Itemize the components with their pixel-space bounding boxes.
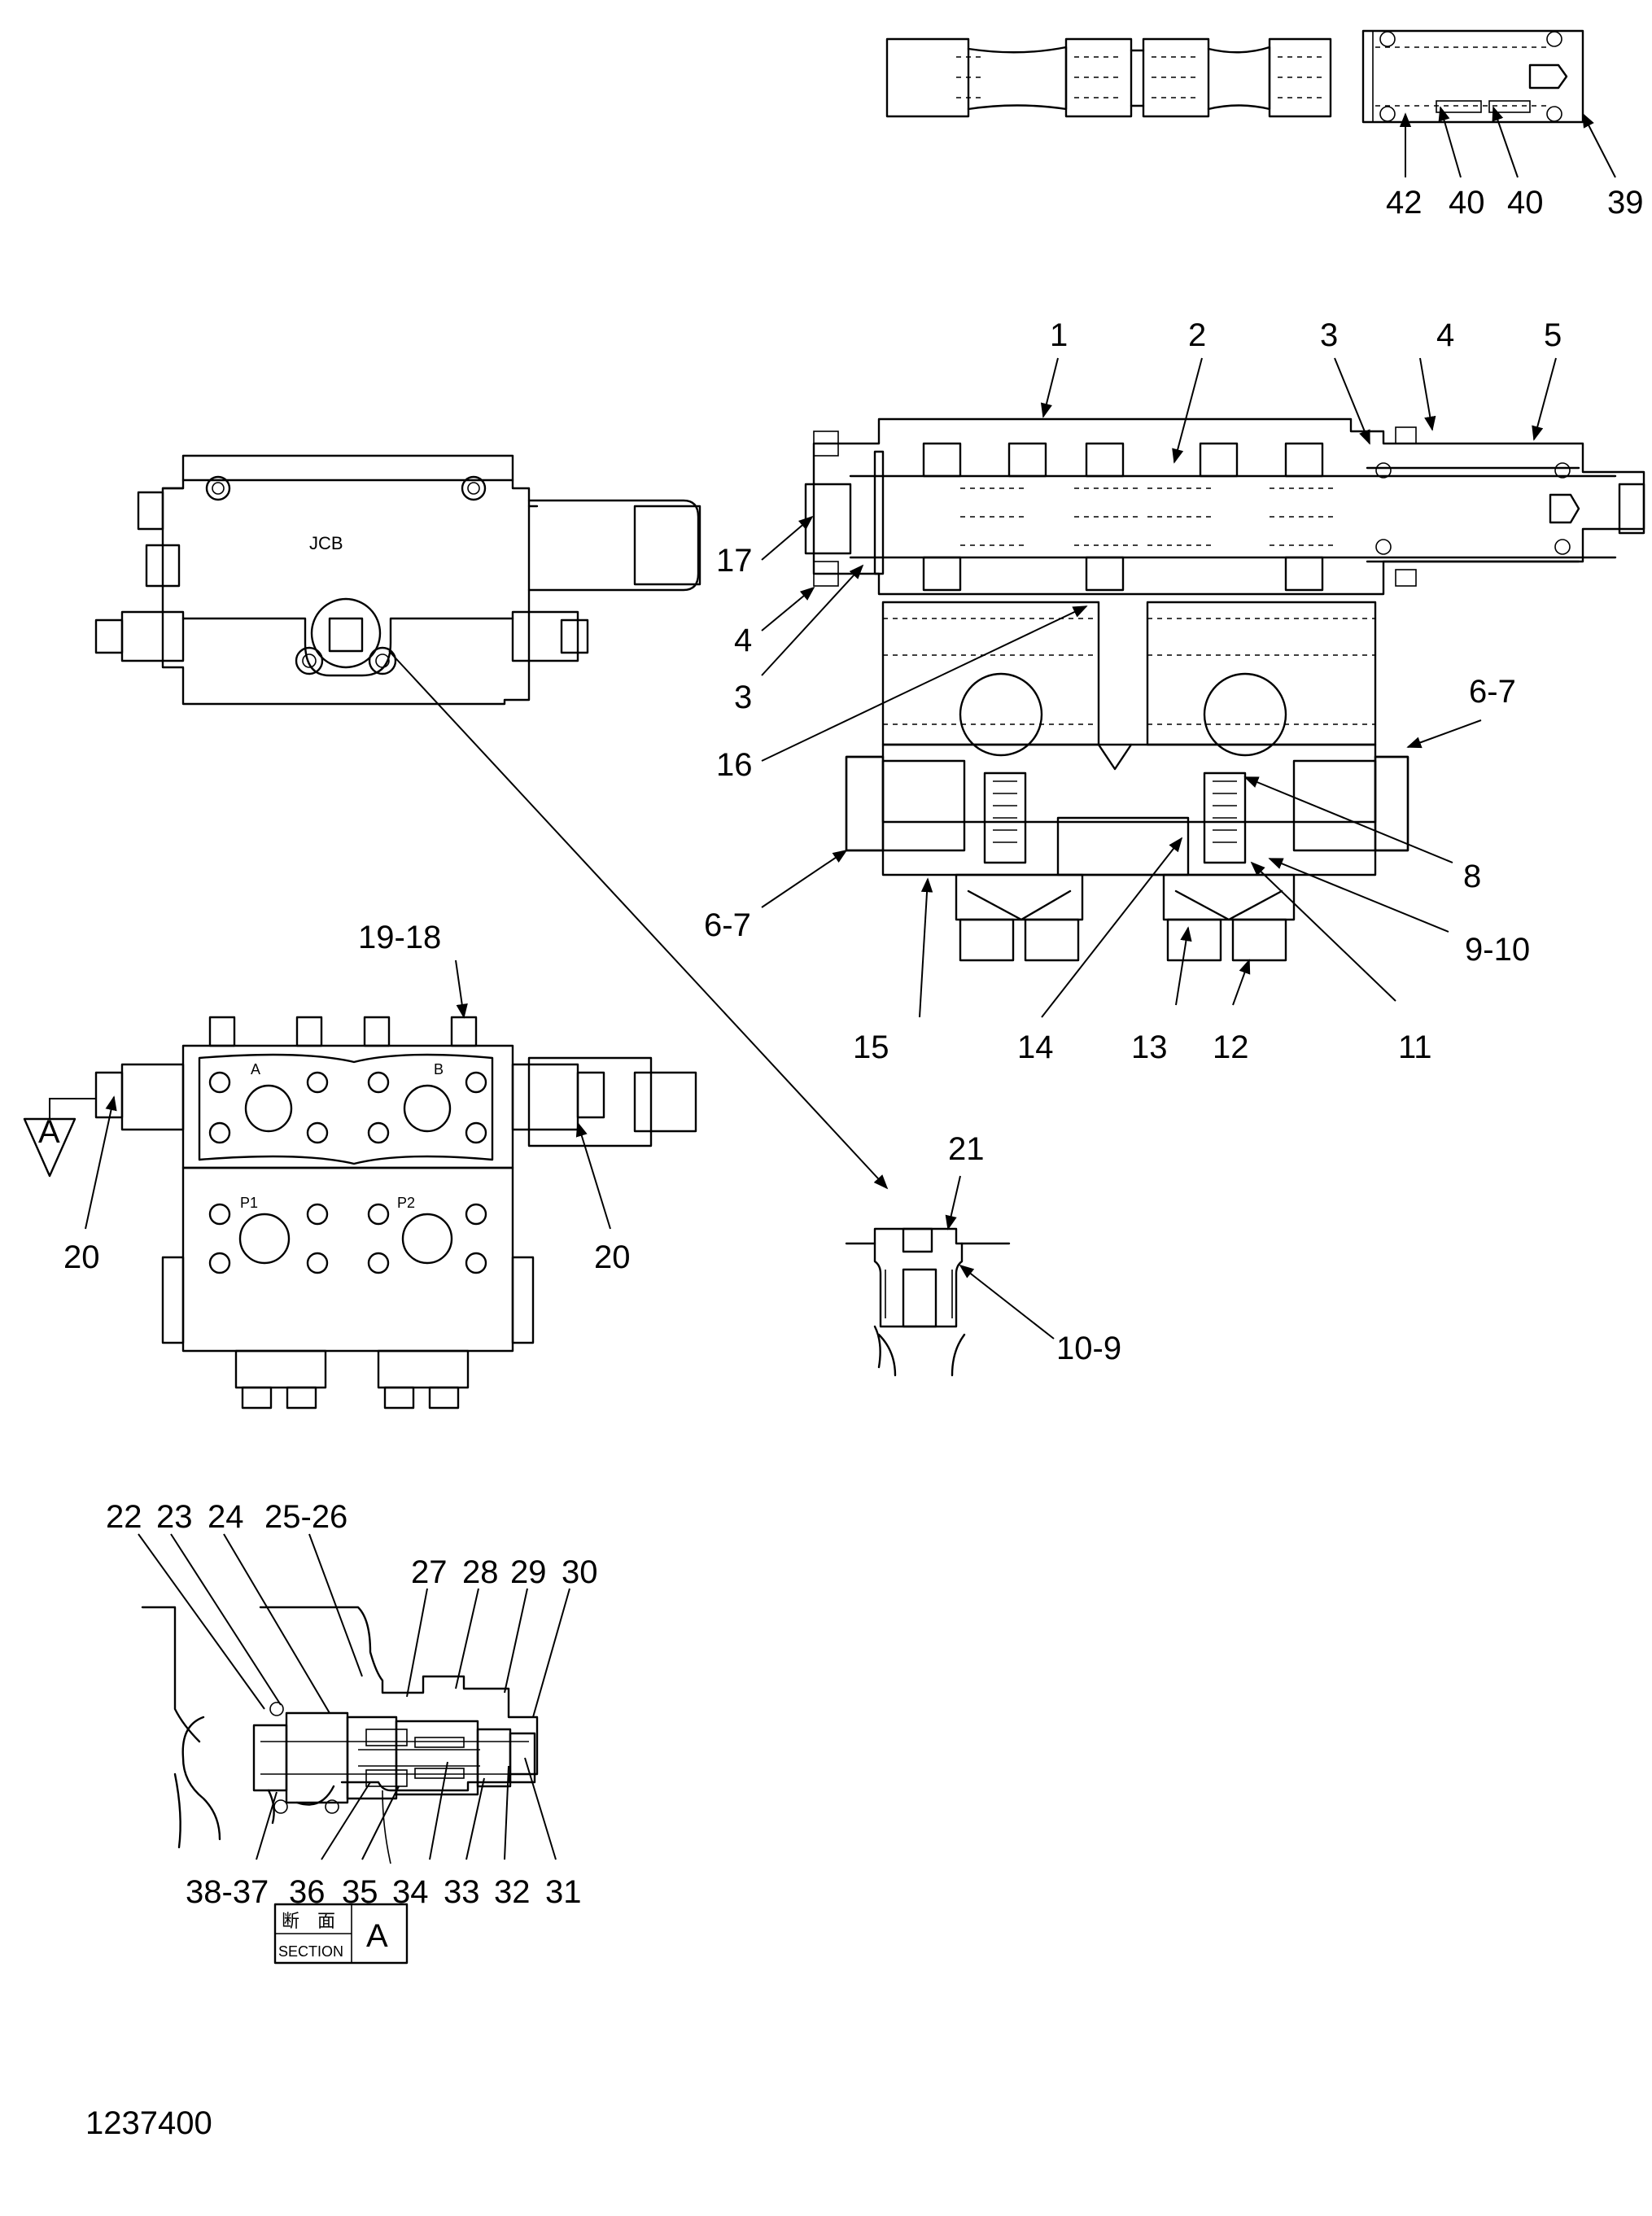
view-a-arrow: A	[23, 1098, 96, 1178]
callout-4-top: 4	[1436, 317, 1454, 353]
callout-5: 5	[1544, 317, 1562, 353]
callout-labels: 42 40 40 39 1 2 3 4 5 17 4 3 16 6-7 8 6-…	[63, 185, 1644, 1910]
port-detail	[845, 1227, 1011, 1377]
callout-3-top: 3	[1320, 317, 1338, 353]
main-valve-section	[804, 417, 1645, 962]
callout-38-37: 38-37	[186, 1874, 269, 1910]
callout-27: 27	[411, 1554, 448, 1590]
leader-lines	[85, 106, 1616, 1860]
callout-34: 34	[392, 1874, 429, 1910]
callout-12: 12	[1213, 1029, 1249, 1065]
valve-top-view: JCB	[94, 454, 701, 706]
callout-20-right: 20	[594, 1239, 631, 1275]
callout-10-9: 10-9	[1056, 1331, 1121, 1366]
callout-16: 16	[716, 747, 753, 783]
port-p1-label: P1	[240, 1195, 258, 1211]
callout-14: 14	[1017, 1029, 1054, 1065]
callout-8: 8	[1463, 859, 1481, 894]
callout-25-26: 25-26	[264, 1499, 347, 1535]
callout-30: 30	[562, 1554, 598, 1590]
callout-2: 2	[1188, 317, 1206, 353]
callout-11: 11	[1398, 1029, 1432, 1065]
callout-6-7-left: 6-7	[704, 907, 751, 943]
callout-39: 39	[1607, 185, 1644, 221]
callout-1: 1	[1050, 317, 1068, 353]
callout-20-left: 20	[63, 1239, 100, 1275]
callout-29: 29	[510, 1554, 547, 1590]
section-kanji: 断 面	[282, 1911, 335, 1931]
callout-28: 28	[462, 1554, 499, 1590]
svg-text:JCB: JCB	[309, 533, 343, 553]
callout-24: 24	[208, 1499, 244, 1535]
callout-40-left: 40	[1449, 185, 1485, 221]
callout-17: 17	[716, 543, 753, 579]
port-a-label: A	[251, 1061, 260, 1077]
section-word: SECTION	[278, 1943, 343, 1960]
callout-36: 36	[289, 1874, 326, 1910]
callout-35: 35	[342, 1874, 378, 1910]
callout-40-right: 40	[1507, 185, 1544, 221]
valve-front-view: A B P1 P2	[94, 1016, 697, 1410]
callout-31: 31	[545, 1874, 582, 1910]
view-a-letter: A	[38, 1114, 60, 1150]
callout-13: 13	[1131, 1029, 1168, 1065]
callout-42: 42	[1386, 185, 1423, 221]
callout-33: 33	[444, 1874, 480, 1910]
section-label-box: 断 面 SECTION A	[273, 1903, 409, 1965]
section-a-view	[141, 1606, 539, 1864]
callout-15: 15	[853, 1029, 889, 1065]
section-letter: A	[366, 1918, 388, 1954]
drawing-number: 1237400	[85, 2105, 212, 2141]
port-b-label: B	[434, 1061, 444, 1077]
callout-22: 22	[106, 1499, 142, 1535]
callout-21: 21	[948, 1131, 985, 1167]
callout-6-7-right: 6-7	[1469, 674, 1516, 710]
callout-19-18: 19-18	[358, 920, 441, 955]
callout-4-left: 4	[734, 623, 752, 658]
callout-23: 23	[156, 1499, 193, 1535]
callout-9-10: 9-10	[1465, 932, 1530, 968]
callout-3-left: 3	[734, 680, 752, 715]
port-p2-label: P2	[397, 1195, 415, 1211]
spool-detail	[885, 29, 1584, 124]
callout-32: 32	[494, 1874, 531, 1910]
